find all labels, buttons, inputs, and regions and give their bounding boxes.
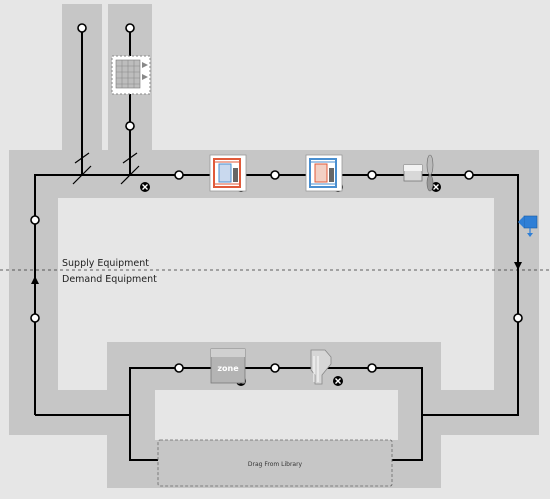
dropzone-label: Drag From Library xyxy=(248,461,303,468)
damper-icon xyxy=(72,152,140,185)
flow-arrow-return xyxy=(514,262,522,270)
oa-mixer-icon[interactable] xyxy=(111,55,151,95)
demand-equipment-label: Demand Equipment xyxy=(62,274,157,285)
cooling-coil-icon[interactable] xyxy=(305,154,343,192)
flow-arrow-supply xyxy=(31,276,39,284)
setpoint-manager-icon[interactable] xyxy=(518,215,538,237)
duct-background xyxy=(9,4,539,488)
remove-icon xyxy=(333,376,343,386)
remove-icon xyxy=(140,182,150,192)
fan-icon[interactable] xyxy=(403,154,434,192)
node-points[interactable] xyxy=(30,23,523,373)
supply-equipment-label: Supply Equipment xyxy=(62,258,149,269)
loop-lines xyxy=(34,28,519,461)
heating-coil-icon[interactable] xyxy=(209,154,247,192)
drag-from-library-dropzone[interactable]: Drag From Library xyxy=(157,439,393,487)
zone-label: zone xyxy=(217,364,239,373)
remove-icon xyxy=(431,182,441,192)
air-terminal-icon[interactable] xyxy=(310,349,332,385)
zone-icon[interactable]: zone xyxy=(210,348,246,384)
